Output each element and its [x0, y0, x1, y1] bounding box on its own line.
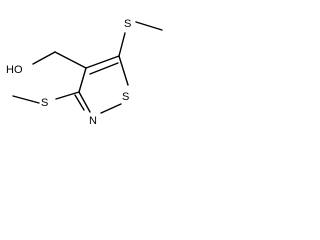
bond-ring-sulfur-nitrogen: [100, 103, 122, 114]
bond-hydroxyl-to-methylene: [32, 51, 56, 65]
lower-thioether-label: S: [41, 97, 48, 109]
hydroxyl-label: HO: [6, 64, 23, 76]
ring-sulfur-label: S: [122, 91, 129, 103]
bond-upper-sulfur-methyl: [135, 21, 163, 31]
bond-c5-upper-sulfur: [118, 32, 126, 57]
atom-label-group: HO S N S S: [6, 18, 131, 127]
bond-lower-sulfur-methyl: [12, 95, 40, 104]
bond-nitrogen-c3-inner: [74, 94, 85, 111]
bond-c4-c5: [85, 55, 120, 69]
bond-methylene-to-c4: [54, 51, 87, 69]
bond-c3-lower-sulfur: [55, 91, 80, 100]
chemical-structure-diagram: HO S N S S: [6, 18, 163, 127]
bond-c4-c5-inner: [89, 62, 119, 75]
bond-group: [12, 21, 163, 114]
bond-nitrogen-c3: [78, 91, 91, 113]
bond-c5-ring-sulfur: [118, 55, 129, 86]
bond-c3-c4: [78, 67, 87, 93]
upper-thioether-label: S: [124, 18, 131, 30]
ring-nitrogen-label: N: [89, 115, 97, 127]
